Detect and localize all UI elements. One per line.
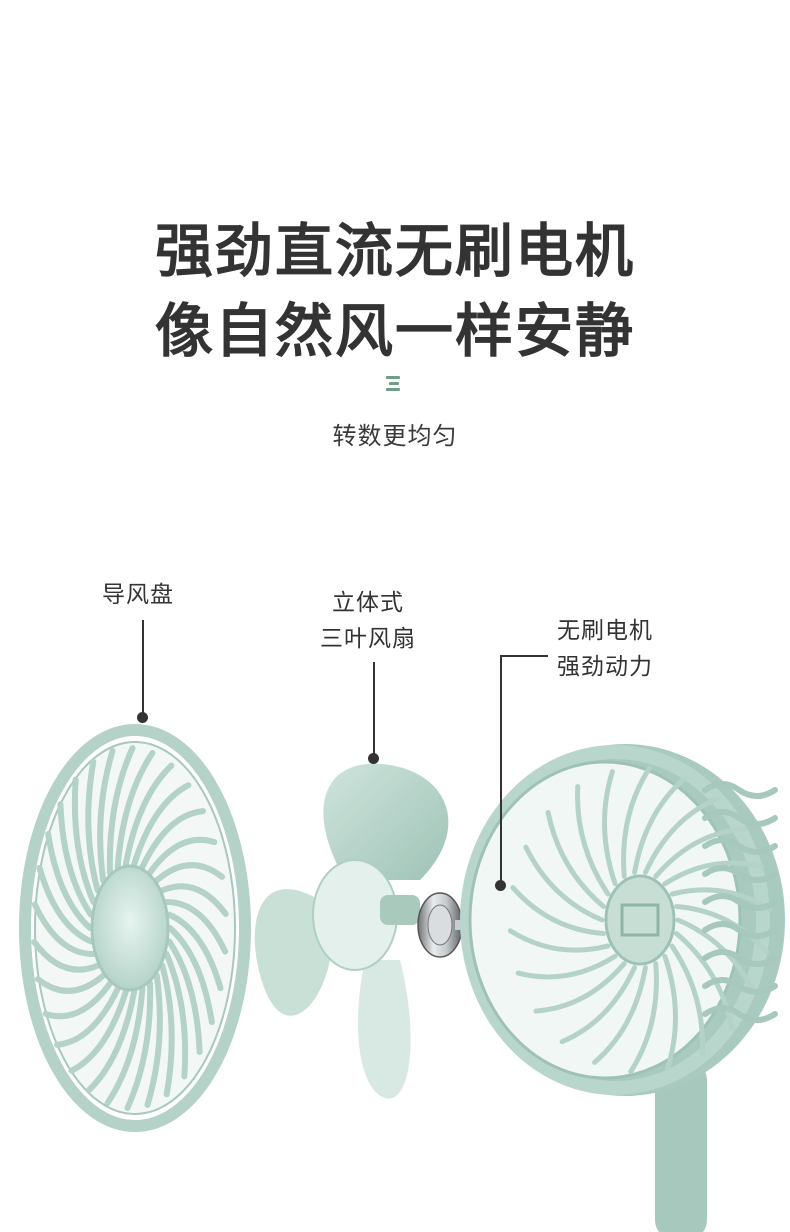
leader-dot-disc	[137, 712, 148, 723]
grille-rib	[166, 911, 224, 992]
grille-rib	[510, 885, 607, 937]
grille-rib	[57, 801, 94, 918]
grille-rib	[163, 898, 229, 955]
rear-cage-loop	[702, 949, 778, 967]
grille-rib	[159, 883, 229, 917]
headline-line-1: 强劲直流无刷电机	[154, 217, 635, 285]
callout-motor: 无刷电机 强劲动力	[557, 613, 653, 685]
grille-rib	[507, 928, 611, 953]
callout-blade: 立体式 三叶风扇	[320, 585, 416, 657]
fan-body	[460, 744, 785, 1232]
grille-rib	[673, 931, 735, 1030]
grille-rib	[34, 972, 107, 994]
grille-rib	[53, 985, 121, 1048]
grille-rib	[662, 953, 678, 1072]
grille-rib	[85, 988, 138, 1094]
grille-rib	[669, 887, 773, 912]
rear-cage-loop	[702, 781, 778, 799]
grille-rib	[559, 965, 638, 1045]
headline-line-2: 像自然风一样安静	[154, 297, 635, 365]
grille-rib	[592, 965, 648, 1065]
rear-cage-loop	[702, 837, 778, 855]
grille-rib	[97, 748, 116, 884]
rear-cage-loop	[702, 1005, 778, 1023]
grille-rib	[122, 762, 175, 868]
leader-line-blade	[373, 662, 375, 757]
subtitle: 转数更均匀	[332, 422, 458, 450]
grille-rib	[106, 745, 136, 876]
grille-rib	[163, 951, 189, 1080]
three-leaf-blade	[254, 763, 449, 1099]
grille-rib	[45, 830, 93, 931]
grille-rib	[153, 862, 226, 884]
callout-blade-line1: 立体式	[332, 590, 404, 616]
grille-rib	[628, 961, 659, 1075]
grille-rib	[632, 775, 688, 875]
grille-rib	[85, 758, 101, 894]
rear-cage-loop	[702, 921, 778, 939]
leader-line-disc	[142, 620, 144, 716]
leader-line-motor-horizontal	[500, 655, 548, 657]
grille-rib	[523, 844, 605, 923]
grille-rib	[114, 749, 156, 871]
rear-cage-loop	[702, 865, 778, 883]
rear-cage-loop	[702, 809, 778, 827]
grille-rib	[167, 925, 215, 1026]
grille-rib	[31, 901, 97, 958]
grille-rib	[575, 784, 611, 897]
stack-lines-icon	[386, 374, 406, 394]
grille-rib	[147, 836, 218, 876]
callout-motor-line2: 强劲动力	[557, 654, 653, 680]
grille-rib	[131, 782, 192, 868]
leader-dot-blade	[368, 753, 379, 764]
grille-rib	[621, 765, 652, 879]
leader-line-motor-vertical	[500, 655, 502, 885]
grille-rib	[602, 768, 618, 887]
rear-cage-loop	[702, 977, 778, 995]
grille-rib	[515, 953, 618, 980]
rear-cage-loop	[702, 893, 778, 911]
grille-rib	[144, 972, 163, 1108]
grille-rib	[533, 961, 627, 1014]
grille-rib	[71, 776, 97, 905]
grille-rib	[104, 985, 146, 1107]
leader-dot-motor	[495, 880, 506, 891]
grille-rib	[42, 980, 113, 1020]
grille-rib	[669, 943, 705, 1056]
grille-rib	[68, 988, 129, 1074]
guide-disc	[19, 724, 251, 1132]
grille-rib	[642, 795, 721, 875]
grille-rib	[545, 809, 607, 909]
grille-rib	[673, 903, 770, 955]
grille-rib	[166, 938, 203, 1055]
grille-rib	[159, 962, 175, 1098]
grille-rib	[662, 860, 765, 887]
grille-rib	[139, 808, 207, 871]
callout-motor-line1: 无刷电机	[557, 618, 653, 644]
grille-rib	[36, 864, 94, 945]
callout-blade-line2: 三叶风扇	[320, 626, 416, 652]
callout-guide-disc: 导风盘	[102, 577, 174, 613]
grille-rib	[653, 826, 747, 879]
grille-rib	[31, 939, 101, 973]
callout-guide-disc-line1: 导风盘	[102, 582, 174, 608]
grille-rib	[124, 980, 154, 1111]
